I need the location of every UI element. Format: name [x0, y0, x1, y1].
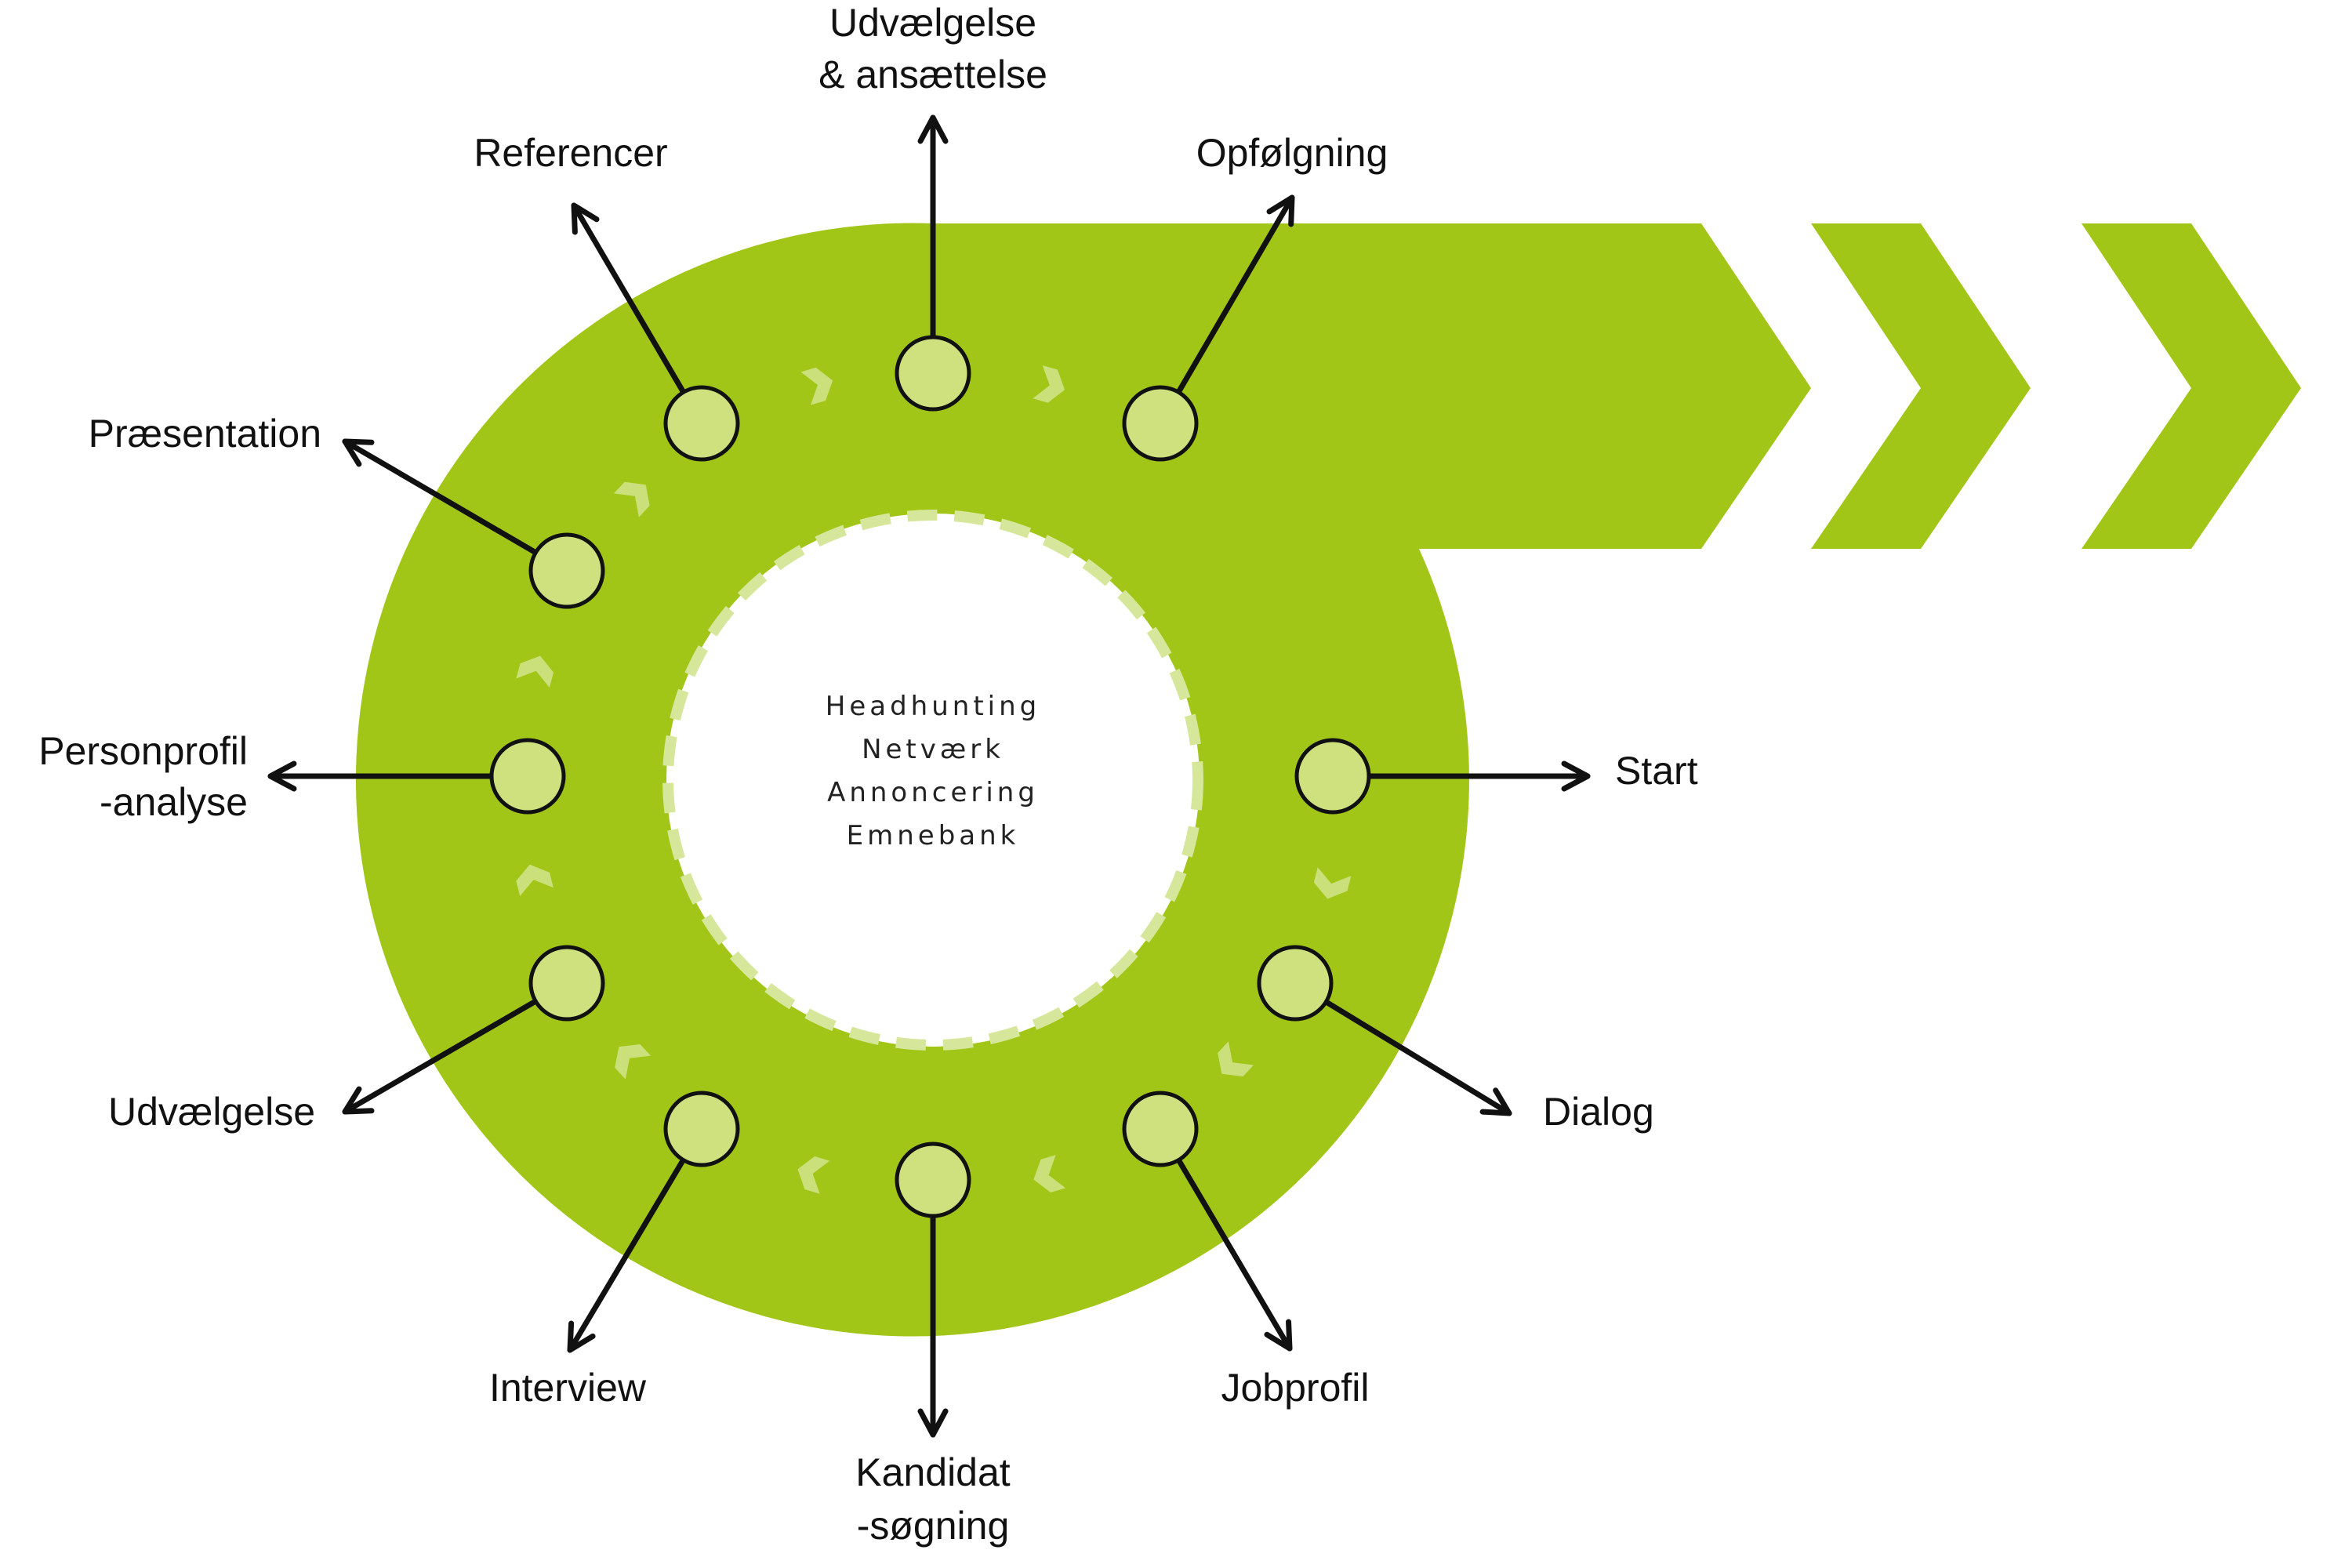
arrow-line-jobprofil: [1175, 1157, 1293, 1352]
label-personprofil: Personprofil: [38, 729, 248, 773]
label-udvaelgelse-top: Udvælgelse: [829, 1, 1036, 45]
node-personprofil: [489, 738, 566, 815]
flow-chevron: [516, 864, 554, 897]
arrow-head-kandidatsogning: [917, 1408, 949, 1438]
node-kandidatsogning: [895, 1142, 971, 1218]
flow-chevron: [1033, 1155, 1066, 1193]
flow-chevron: [800, 367, 833, 405]
node-udvaelgelse-ansaettelse: [895, 335, 971, 412]
center-label-emnebank: Emnebank: [847, 820, 1020, 851]
label-praesentation: Præsentation: [89, 412, 321, 456]
arrow-line-referencer: [571, 202, 687, 395]
inner-dashed-ring: [662, 510, 1203, 1051]
trailing-chevron-1: [1811, 223, 2031, 549]
node-jobprofil: [1122, 1091, 1199, 1167]
center-label-annoncering: Annoncering: [827, 777, 1039, 808]
node-dialog: [1257, 945, 1334, 1022]
label-kandidat: Kandidat: [855, 1450, 1010, 1494]
node-interview: [663, 1091, 740, 1167]
label-udvaelgelse: Udvælgelse: [108, 1090, 315, 1134]
stage-nodes: [489, 335, 1371, 1218]
arrow-head-praesentation: [342, 438, 375, 467]
flow-chevron: [1033, 365, 1065, 403]
arrow-line-dialog: [1323, 999, 1512, 1116]
label-sogning: -søgning: [857, 1504, 1010, 1548]
flow-chevron: [1313, 867, 1352, 899]
arrow-line-udvaelgelse: [342, 998, 539, 1115]
arrow-line-opfolgning: [1175, 194, 1295, 395]
arrow-head-interview: [567, 1320, 596, 1353]
stage-arrows: [267, 114, 1591, 1438]
label-dialog: Dialog: [1543, 1090, 1654, 1134]
arrow-head-personprofil: [267, 760, 297, 792]
stage-labels: Start Dialog Jobprofil Kandidat -søgning…: [38, 1, 1697, 1548]
flow-chevron: [516, 655, 554, 688]
label-interview: Interview: [489, 1366, 647, 1410]
center-label-headhunting: Headhunting: [826, 691, 1040, 722]
arrow-head-udvaelgelse-ansaettelse: [917, 114, 949, 144]
flow-chevron: [615, 1044, 652, 1080]
label-opfolgning: Opfølgning: [1196, 131, 1388, 175]
label-jobprofil: Jobprofil: [1221, 1366, 1370, 1410]
node-referencer: [663, 385, 740, 462]
arrow-head-opfolgning: [1266, 194, 1295, 227]
center-label-netvaerk: Netværk: [862, 734, 1004, 765]
node-start: [1294, 738, 1371, 815]
flow-direction-chevrons: [516, 365, 1352, 1194]
label-analyse: -analyse: [100, 780, 248, 824]
label-ansaettelse: & ansættelse: [818, 53, 1047, 96]
arrow-head-dialog: [1479, 1087, 1512, 1116]
trailing-chevron-2: [2082, 223, 2301, 549]
node-praesentation: [528, 532, 605, 609]
arrow-head-udvaelgelse: [342, 1086, 375, 1115]
flow-chevron: [797, 1156, 830, 1194]
arrow-head-referencer: [571, 202, 600, 235]
flow-chevron: [1218, 1041, 1254, 1077]
label-referencer: Referencer: [474, 131, 667, 175]
node-udvaelgelse: [528, 945, 605, 1022]
flow-chevron: [613, 481, 650, 517]
label-start: Start: [1615, 749, 1698, 793]
arrow-line-interview: [567, 1157, 686, 1353]
arrow-head-jobprofil: [1264, 1319, 1293, 1352]
center-sources: Headhunting Netværk Annoncering Emnebank: [826, 691, 1040, 851]
node-opfolgning: [1122, 385, 1199, 462]
arrow-head-start: [1561, 760, 1591, 792]
arrow-line-praesentation: [342, 438, 539, 556]
process-ring-shape: [355, 223, 1812, 1337]
